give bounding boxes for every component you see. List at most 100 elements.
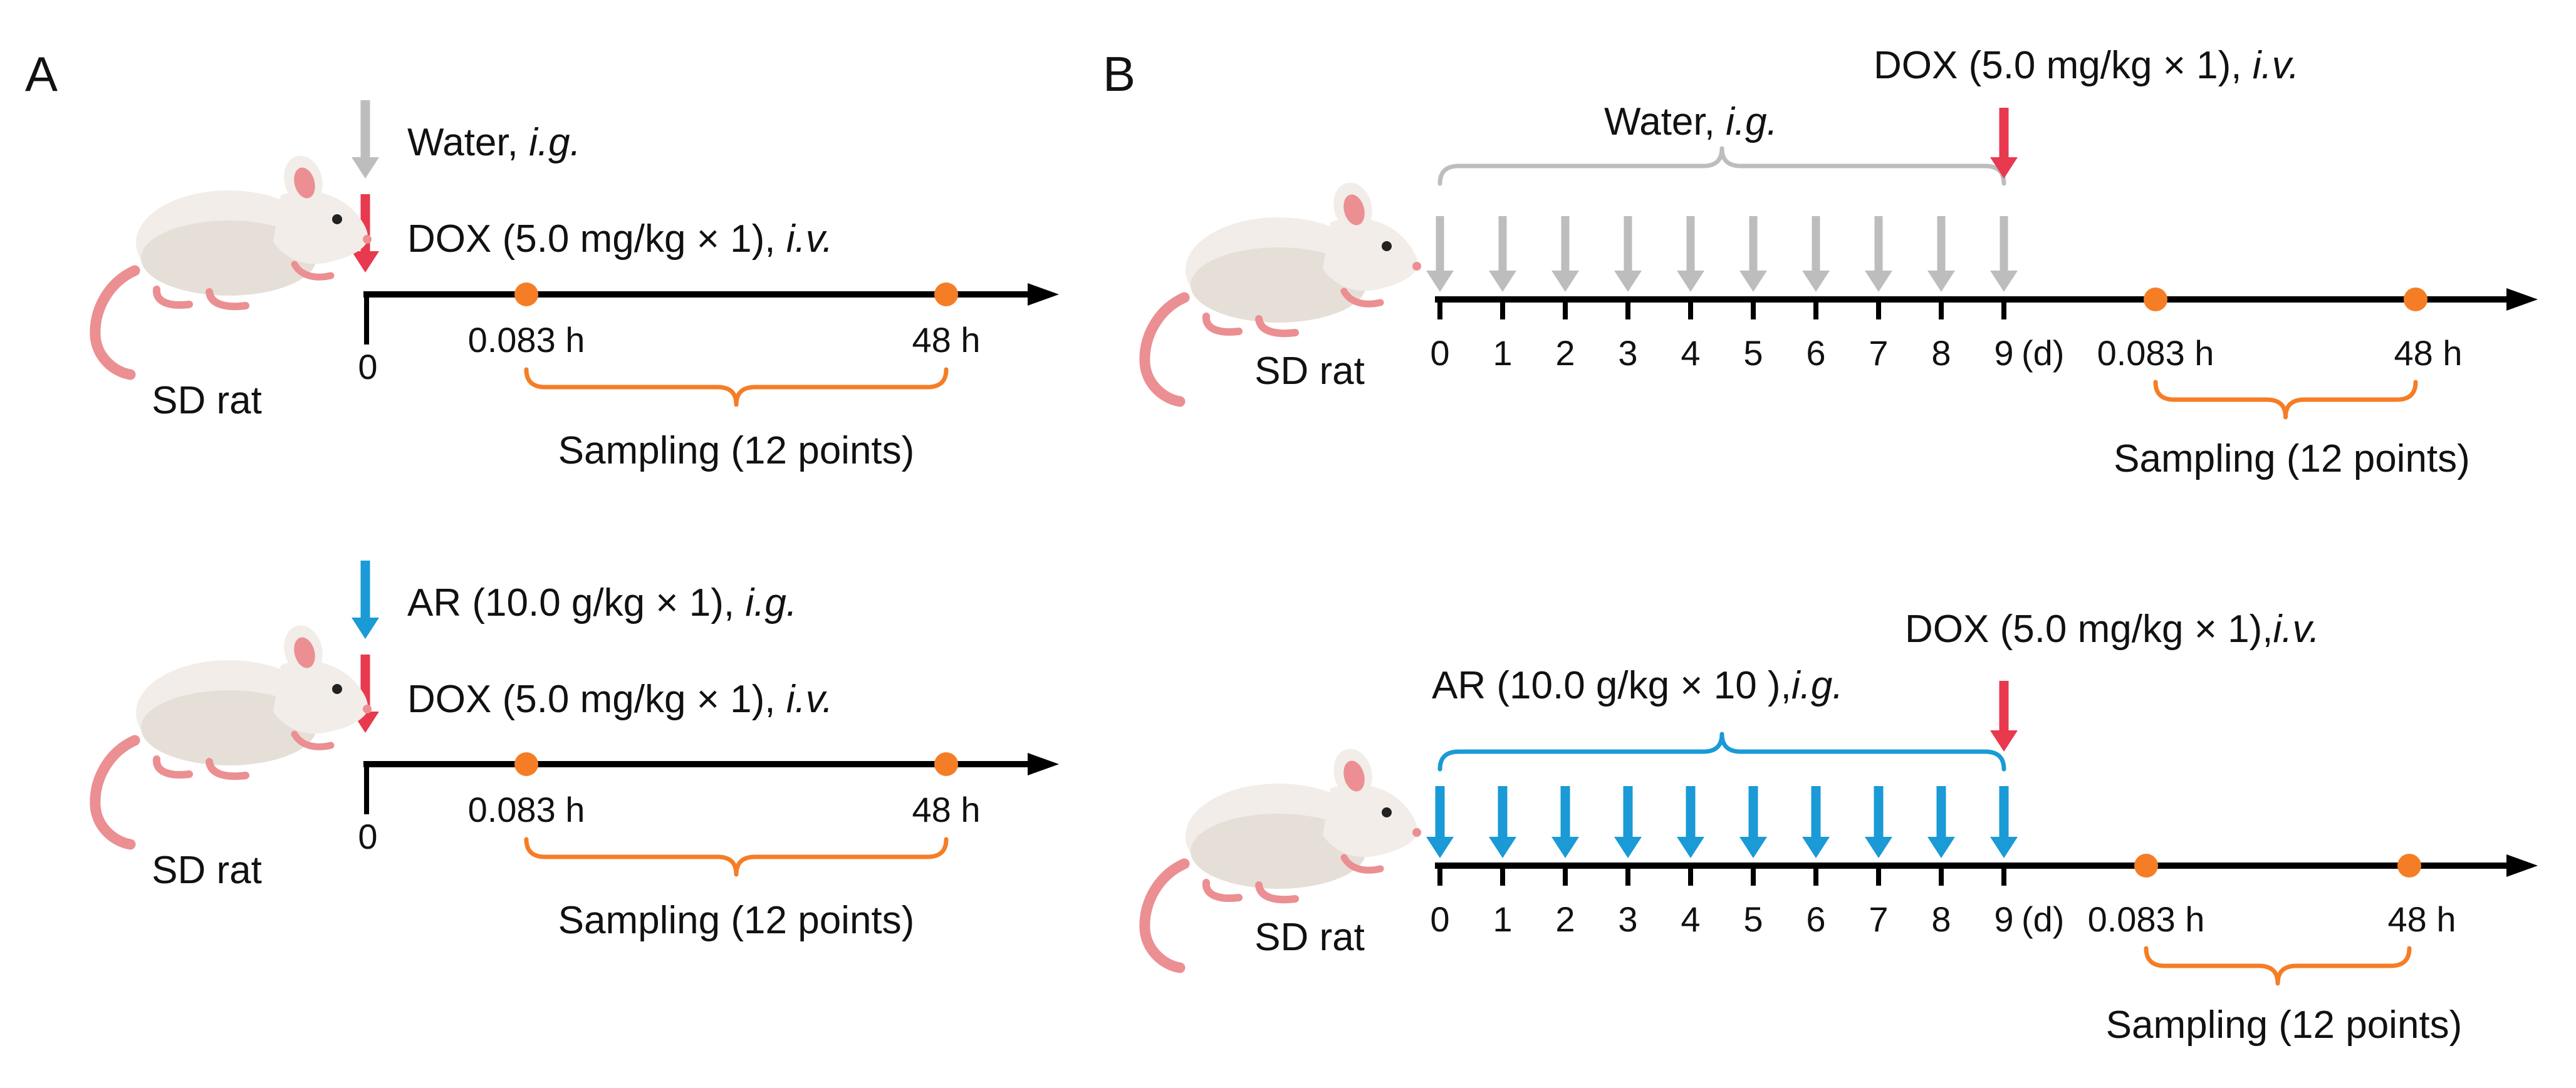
b1-day-unit: (d) [2021,899,2064,939]
a0-dose-label-drug: DOX (5.0 mg/kg × 1), [407,217,786,261]
b0-time-axis-arrowhead [2506,288,2538,311]
a0-dose-label: DOX (5.0 mg/kg × 1), i.v. [407,217,833,261]
a0-dox-arrow-head [352,251,379,272]
a1-dose-label: DOX (5.0 mg/kg × 1), i.v. [407,678,833,721]
b0-pretreatment-label-drug: Water, [1604,100,1726,143]
b1-day-label: 1 [1493,899,1512,939]
b0-animal-label: SD rat [1254,350,1365,393]
b1-dose-label: DOX (5.0 mg/kg × 1),i.v. [1905,608,2320,651]
b0-pretreatment-arrow-head [1865,271,1892,292]
a1-sample-dot-last [934,752,958,776]
b1-pretreatment-arrow-head [1802,837,1830,858]
b1-first-sample-label: 0.083 h [2088,899,2205,939]
b0-pretreatment-arrow-head [1677,271,1704,292]
b0-pretreatment-arrow-head [1802,271,1830,292]
b0-dose-label-drug: DOX (5.0 mg/kg × 1), [1874,44,2253,87]
b0-pretreatment-arrow-head [1739,271,1767,292]
b1-dox-arrow-head [1990,730,2018,752]
a0-pretreatment-label-drug: Water, [407,121,529,164]
panel-a-label: A [25,46,58,101]
b1-pretreatment-arrow-head [1927,837,1955,858]
b1-pretreatment-arrow-head [1677,837,1704,858]
b0-dox-arrow-head [1990,157,2018,179]
b1-last-sample-label: 48 h [2388,899,2456,939]
a0-sampling-label: Sampling (12 points) [558,429,915,472]
b0-sampling-label: Sampling (12 points) [2114,437,2470,480]
b0-first-sample-label: 0.083 h [2097,333,2214,373]
b1-day-label: 5 [1743,899,1763,939]
b0-pretreatment-brace [1437,146,2006,186]
b0-day-label: 7 [1869,333,1888,373]
b1-sampling-label: Sampling (12 points) [2106,1003,2463,1047]
a0-dose-label-route: i.v. [786,217,833,261]
a1-sampling-label: Sampling (12 points) [558,899,915,942]
b1-dose-label-route: i.v. [2273,608,2320,651]
b0-day-label: 9 [1994,333,2013,373]
a0-zero-label: 0 [358,347,377,386]
b1-day-label: 8 [1931,899,1951,939]
b1-day-label: 4 [1681,899,1700,939]
b0-pretreatment-arrow-head [1990,271,2018,292]
b0-pretreatment-arrow-head [1551,271,1579,292]
b1-day-label: 6 [1806,899,1825,939]
b1-pretreatment-label-route: i.g. [1791,664,1843,707]
b0-pretreatment-label: Water, i.g. [1604,100,1778,143]
a1-pretreatment-label: AR (10.0 g/kg × 1), i.g. [407,581,797,624]
b0-day-label: 1 [1493,333,1512,373]
b0-day-label: 0 [1430,333,1449,373]
b1-time-axis-arrowhead [2506,854,2538,877]
b1-day-label: 7 [1869,899,1888,939]
b1-pretreatment-arrow-head [1990,837,2018,858]
b0-sample-dot-first [2144,288,2167,311]
a1-dose-label-drug: DOX (5.0 mg/kg × 1), [407,678,786,721]
a1-animal-label: SD rat [152,849,262,892]
panel-b-label: B [1103,46,1135,101]
a0-sample-dot-first [514,282,538,306]
b0-day-label: 3 [1618,333,1637,373]
a1-first-sample-label: 0.083 h [468,790,585,829]
a1-zero-label: 0 [358,817,377,856]
b1-pretreatment-label: AR (10.0 g/kg × 10 ),i.g. [1432,664,1843,707]
b1-sampling-brace [2144,946,2412,986]
b1-pretreatment-arrow-head [1739,837,1767,858]
b1-pretreatment-arrow-head [1551,837,1579,858]
b0-day-label: 6 [1806,333,1825,373]
b1-day-label: 0 [1430,899,1449,939]
a0-time-axis-arrowhead [1028,283,1059,306]
a0-sample-dot-last [934,282,958,306]
a0-animal-label: SD rat [152,379,262,422]
b0-pretreatment-arrow-head [1927,271,1955,292]
b1-pretreatment-label-drug: AR (10.0 g/kg × 10 ), [1432,664,1791,707]
a1-pretreatment-arrow-head [352,618,379,639]
a1-pretreatment-label-drug: AR (10.0 g/kg × 1), [407,581,745,624]
b1-pretreatment-brace [1437,732,2006,772]
b0-last-sample-label: 48 h [2394,333,2463,373]
a1-sample-dot-first [514,752,538,776]
b0-sample-dot-last [2404,288,2427,311]
b0-day-label: 2 [1555,333,1575,373]
b1-day-label: 3 [1618,899,1637,939]
b0-pretreatment-arrow-head [1614,271,1642,292]
b0-pretreatment-label-route: i.g. [1726,100,1778,143]
b1-pretreatment-arrow-head [1865,837,1892,858]
a0-rat-icon [95,152,372,375]
b1-animal-label: SD rat [1254,916,1365,959]
b1-day-label: 9 [1994,899,2013,939]
b0-sampling-brace [2153,380,2418,420]
b1-sample-dot-last [2397,854,2421,878]
b0-pretreatment-arrow-head [1426,271,1454,292]
a1-sampling-brace [524,837,949,877]
a1-rat-icon [95,621,372,844]
b0-day-label: 4 [1681,333,1700,373]
a0-pretreatment-label: Water, i.g. [407,121,581,164]
b0-day-label: 8 [1931,333,1951,373]
a1-last-sample-label: 48 h [912,790,981,829]
a1-dose-label-route: i.v. [786,678,833,721]
b0-dose-label-route: i.v. [2253,44,2300,87]
b1-pretreatment-arrow-head [1426,837,1454,858]
b1-dose-label-drug: DOX (5.0 mg/kg × 1), [1905,608,2273,651]
b0-day-unit: (d) [2021,333,2064,373]
b0-day-label: 5 [1743,333,1763,373]
b0-dose-label: DOX (5.0 mg/kg × 1), i.v. [1874,44,2299,87]
